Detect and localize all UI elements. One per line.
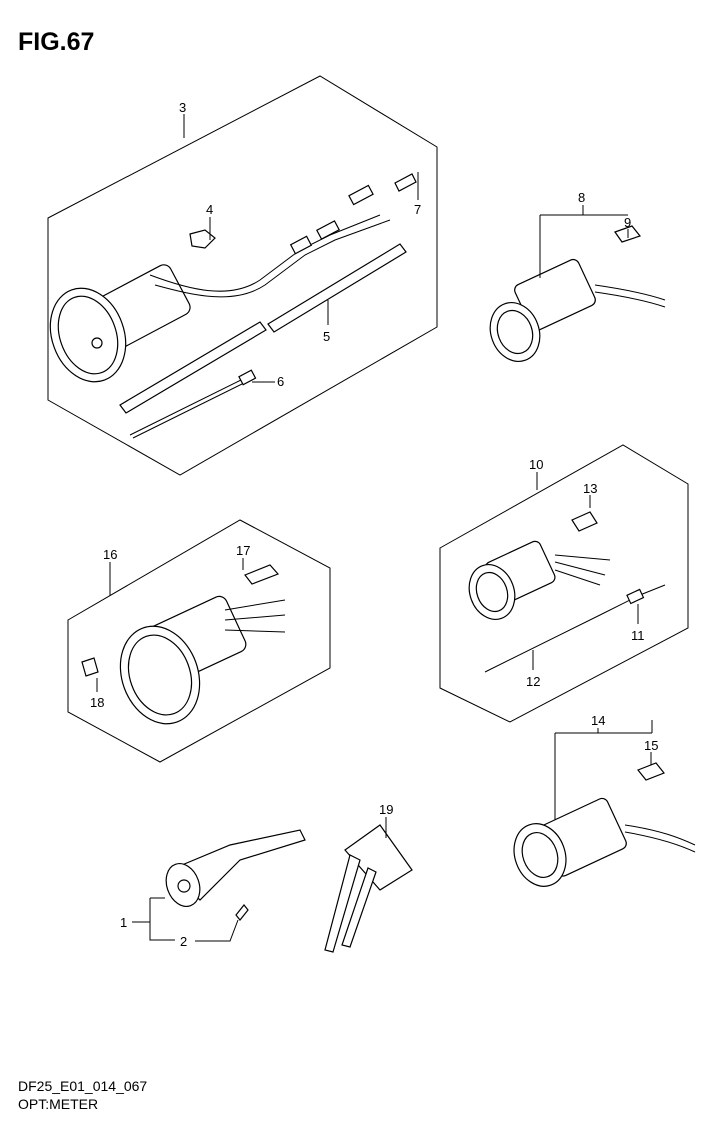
meter-3-drawing bbox=[49, 173, 417, 439]
callout-4: 4 bbox=[206, 202, 213, 217]
callout-10: 10 bbox=[529, 457, 543, 472]
callout-9: 9 bbox=[624, 215, 631, 230]
meter-8-drawing bbox=[489, 225, 666, 362]
figure-code: DF25_E01_014_067 bbox=[18, 1078, 148, 1094]
callout-18: 18 bbox=[90, 695, 104, 710]
callout-12: 12 bbox=[526, 674, 540, 689]
callout-19: 19 bbox=[379, 802, 393, 817]
figure-title: FIG.67 bbox=[18, 28, 95, 56]
callout-13: 13 bbox=[583, 481, 597, 496]
figure-caption: DF25_E01_014_067 OPT:METER bbox=[18, 1077, 147, 1113]
bracket-1-drawing bbox=[165, 829, 306, 921]
callout-3: 3 bbox=[179, 100, 186, 115]
callout-1: 1 bbox=[120, 915, 127, 930]
meter-14-drawing bbox=[513, 762, 696, 887]
callout-6: 6 bbox=[277, 374, 284, 389]
callout-11: 11 bbox=[631, 628, 645, 643]
callout-17: 17 bbox=[236, 543, 250, 558]
leader-2 bbox=[195, 919, 239, 942]
sensor-19-drawing bbox=[324, 824, 413, 953]
callout-7: 7 bbox=[414, 202, 421, 217]
kit-box-10 bbox=[439, 444, 689, 723]
callout-2: 2 bbox=[180, 934, 187, 949]
kit-box-3 bbox=[47, 75, 438, 476]
callout-14: 14 bbox=[591, 713, 605, 728]
callout-5: 5 bbox=[323, 329, 330, 344]
leader-1 bbox=[132, 897, 175, 941]
meter-10-drawing bbox=[468, 511, 666, 673]
figure-name: OPT:METER bbox=[18, 1096, 99, 1112]
meter-16-drawing bbox=[81, 564, 286, 725]
callout-15: 15 bbox=[644, 738, 658, 753]
callout-8: 8 bbox=[578, 190, 585, 205]
leader-8 bbox=[539, 205, 628, 278]
callout-16: 16 bbox=[103, 547, 117, 562]
leader-14 bbox=[554, 720, 653, 820]
kit-box-16 bbox=[67, 519, 331, 763]
